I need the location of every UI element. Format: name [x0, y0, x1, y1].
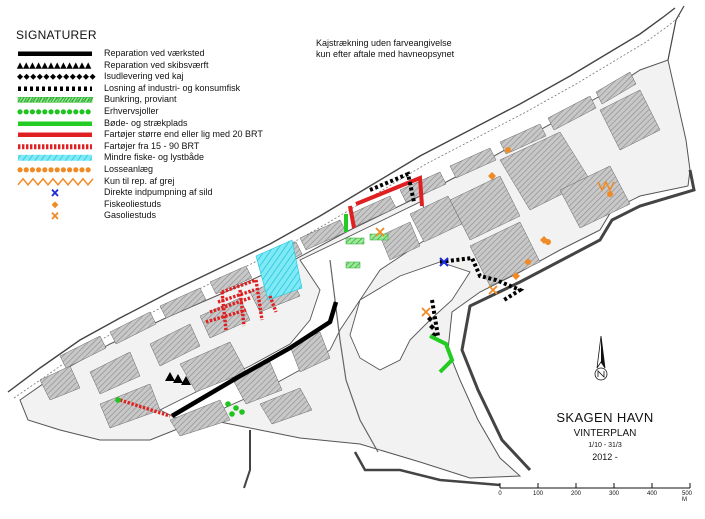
- thick-black-line-icon: [18, 51, 92, 57]
- map-period: 1/10 - 31/3: [588, 442, 622, 449]
- red-dashes-icon: [18, 144, 92, 150]
- red-line-icon: [18, 132, 92, 138]
- gas-oil-points: [375, 227, 498, 317]
- legend-item-label: Losning af industri- og konsumfisk: [104, 82, 241, 93]
- legend-item: Losning af industri- og konsumfisk: [16, 83, 316, 95]
- legend-item-label: Isudlevering ved kaj: [104, 71, 184, 82]
- scale-bar-graphic: [499, 483, 691, 489]
- ice-delivery: [427, 316, 437, 338]
- legend-item-label: Bøde- og strækplads: [104, 117, 188, 128]
- blue-cross-icon: [51, 189, 59, 197]
- legend-item: Fartøjer større end eller lig med 20 BRT: [16, 129, 316, 141]
- legend-item: Reparation ved værksted: [16, 48, 316, 60]
- legend-item: Kun til rep. af grej: [16, 176, 316, 188]
- herring-pump-point: [439, 257, 449, 267]
- legend-item-label: Reparation ved værksted: [104, 48, 205, 58]
- scale-label: 300: [608, 491, 620, 497]
- scale-label: 400: [646, 491, 658, 497]
- net-mending: [344, 214, 455, 374]
- note-line-2: kun efter aftale med havneopsynet: [316, 49, 455, 59]
- legend-item-label: Bunkring, proviant: [104, 94, 177, 105]
- black-diamonds-icon: [17, 73, 96, 80]
- orange-diamond-icon: [51, 201, 59, 208]
- green-line-icon: [18, 121, 92, 126]
- map-year: 2012 -: [592, 452, 618, 462]
- scale-label: 500 M: [681, 491, 693, 503]
- berths-20-brt: [348, 175, 424, 229]
- legend-item-label: Mindre fiske- og lystbåde: [104, 152, 205, 163]
- hatched-green-bar-icon: [17, 97, 94, 103]
- orange-cross-icon: [51, 212, 59, 220]
- scale-bar: 0 100 200 300 400 500 M: [497, 480, 697, 503]
- legend-item-label: Fartøjer større end eller lig med 20 BRT: [104, 129, 263, 140]
- legend-item-label: Direkte indpumpning af sild: [104, 187, 213, 198]
- legend-item-label: Reparation ved skibsværft: [104, 59, 209, 70]
- map-subtitle: VINTERPLAN: [573, 428, 637, 439]
- scale-label: 0: [498, 491, 502, 497]
- gear-repair-zigzag: [597, 180, 615, 192]
- legend-item: Bøde- og strækplads: [16, 118, 316, 130]
- legend-item: Reparation ved skibsværft: [16, 60, 316, 72]
- black-dashes-icon: [18, 86, 92, 91]
- small-boat-basin: [255, 239, 303, 301]
- legend-title: SIGNATURER: [16, 28, 97, 42]
- black-triangles-icon: [16, 61, 92, 69]
- cyan-hatch-icon: [18, 155, 92, 162]
- fish-oil-points: [488, 172, 548, 280]
- commercial-dinghies: [115, 397, 245, 417]
- shipyard-repair: [165, 372, 191, 385]
- buildings: [39, 71, 661, 437]
- north-arrow: [594, 335, 608, 381]
- legend-item: Fartøjer fra 15 - 90 BRT: [16, 141, 316, 153]
- legend-item: Gasoliestuds: [16, 210, 316, 222]
- legend-item-label: Fiskeoliestuds: [104, 198, 162, 209]
- note-line-1: Kajstrækning uden farveangivelse: [316, 38, 452, 48]
- legend-item: Mindre fiske- og lystbåde: [16, 152, 316, 164]
- legend-item: Direkte indpumpning af sild: [16, 187, 316, 199]
- scale-label: 100: [532, 491, 544, 497]
- legend-item-label: Erhvervsjoller: [104, 105, 159, 116]
- map-title: SKAGEN HAVN: [556, 410, 654, 425]
- legend-item: Isudlevering ved kaj: [16, 71, 316, 83]
- unloading-facilities: [505, 147, 613, 265]
- fish-landing: [369, 171, 525, 337]
- legend-item: Losseanlæg: [16, 164, 316, 176]
- legend-item-label: Kun til rep. af grej: [104, 175, 175, 186]
- title-block: SKAGEN HAVN VINTERPLAN 1/10 - 31/3 2012 …: [540, 410, 670, 462]
- workshop-repair-line: [170, 301, 339, 418]
- legend-item-label: Losseanlæg: [104, 163, 154, 174]
- berths-15-90-brt: [119, 278, 278, 418]
- legend-item-label: Fartøjer fra 15 - 90 BRT: [104, 140, 200, 151]
- legend-item: Erhvervsjoller: [16, 106, 316, 118]
- scale-label: 200: [570, 491, 582, 497]
- legend-item-label: Gasoliestuds: [104, 210, 157, 221]
- map-note: Kajstrækning uden farveangivelse kun eft…: [316, 38, 454, 60]
- legend-item: Fiskeoliestuds: [16, 199, 316, 211]
- legend-item: Bunkring, proviant: [16, 94, 316, 106]
- green-dots-icon: [17, 109, 91, 115]
- orange-dots-icon: [17, 167, 91, 173]
- orange-zigzag-icon: [17, 177, 94, 186]
